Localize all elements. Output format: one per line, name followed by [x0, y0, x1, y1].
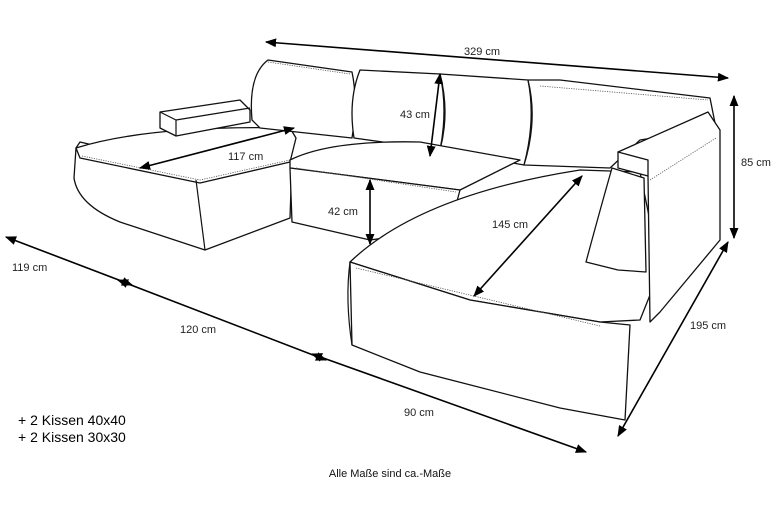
note-line: + 2 Kissen 40x40: [18, 412, 126, 428]
dim-label-chaise-left-length: 117 cm: [228, 151, 263, 163]
dim-label-chaise-right-length: 145 cm: [492, 219, 528, 231]
dim-label-seat-height: 42 cm: [328, 206, 358, 218]
dimension-arrows: [4, 38, 739, 453]
dim-label-depth-right: 195 cm: [690, 320, 726, 332]
left-chaise: [73, 127, 297, 251]
dim-label-middle-width: 120 cm: [180, 324, 216, 336]
footer-note: Alle Maße sind ca.-Maße: [328, 468, 452, 480]
dim-label-width-total: 329 cm: [464, 46, 500, 58]
note-line: + 2 Kissen 30x30: [18, 429, 126, 445]
dim-label-height-back: 85 cm: [741, 157, 771, 169]
pillow-notes: + 2 Kissen 40x40 + 2 Kissen 30x30: [18, 412, 126, 446]
dim-label-backrest-height: 43 cm: [400, 109, 430, 121]
dim-label-depth-left: 119 cm: [12, 262, 47, 274]
dim-label-right-front: 90 cm: [404, 407, 434, 419]
